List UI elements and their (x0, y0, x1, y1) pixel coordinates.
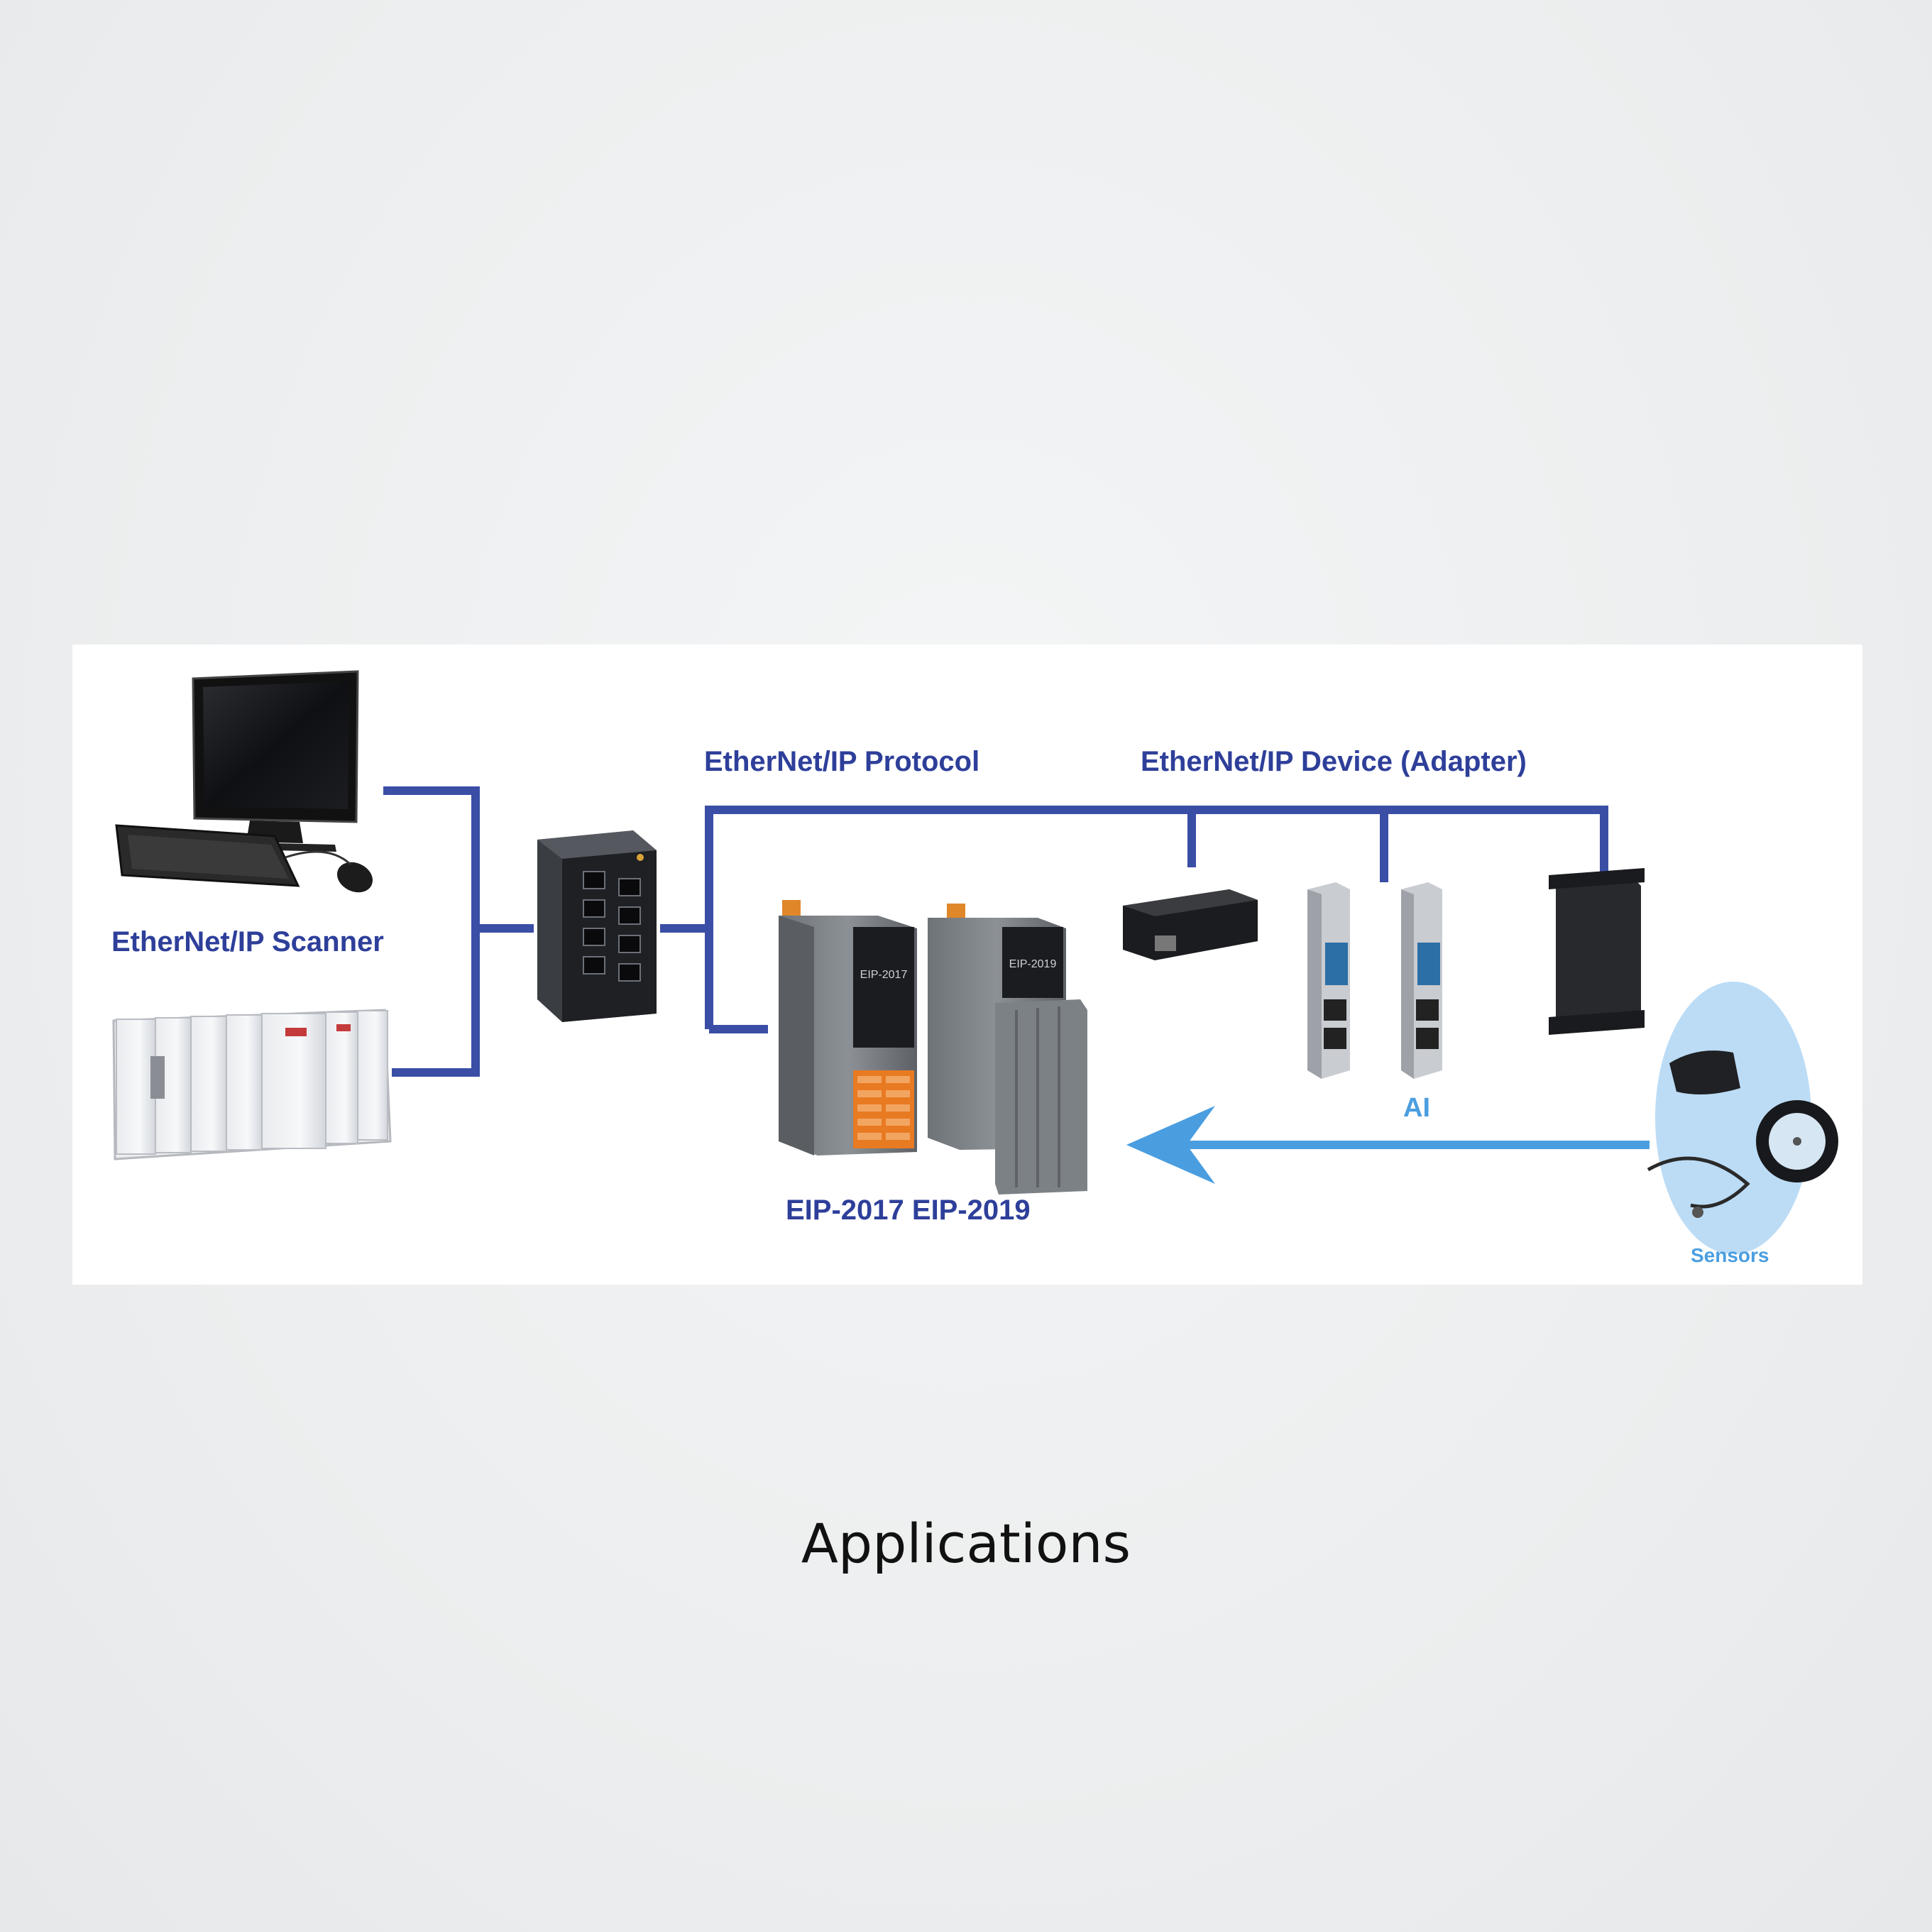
ai-label: AI (1403, 1093, 1430, 1123)
scanner-label: EtherNet/IP Scanner (111, 926, 384, 957)
sensors-label: Sensors (1691, 1244, 1769, 1266)
application-diagram-panel: EIP-2017 EIP-2019 (72, 644, 1862, 1285)
network-diagram: EIP-2017 EIP-2019 (112, 670, 1838, 1254)
eip-2019-module-icon: EIP-2019 (928, 904, 1087, 1195)
airflow-sensor-icon (1669, 1050, 1740, 1094)
plc-controller-icon (112, 1009, 392, 1160)
adapter-device-4-icon (1549, 868, 1645, 1035)
adapter-label: EtherNet/IP Device (Adapter) (1141, 746, 1527, 777)
ethernet-switch-icon (537, 830, 657, 1022)
eip-2017-module-icon: EIP-2017 (779, 900, 917, 1156)
protocol-label: EtherNet/IP Protocol (704, 746, 980, 777)
models-label: EIP-2017 EIP-2019 (786, 1195, 1031, 1226)
eip-2017-print-label: EIP-2017 (860, 969, 908, 981)
adapter-device-1-icon (1123, 889, 1258, 960)
adapter-device-3-icon (1401, 882, 1442, 1079)
scanner-bus-line (383, 786, 480, 1077)
eip-2019-print-label: EIP-2019 (1009, 958, 1057, 970)
protocol-bus-line (705, 806, 1608, 1029)
caption: Applications (801, 1512, 1131, 1575)
adapter-device-2-icon (1307, 882, 1350, 1079)
ai-signal-arrow (1126, 1106, 1650, 1184)
sensors-group-icon (1647, 982, 1838, 1254)
network-lines (383, 786, 1608, 1077)
desktop-computer-icon (115, 670, 373, 893)
sensor-cable-icon (1647, 1156, 1750, 1209)
